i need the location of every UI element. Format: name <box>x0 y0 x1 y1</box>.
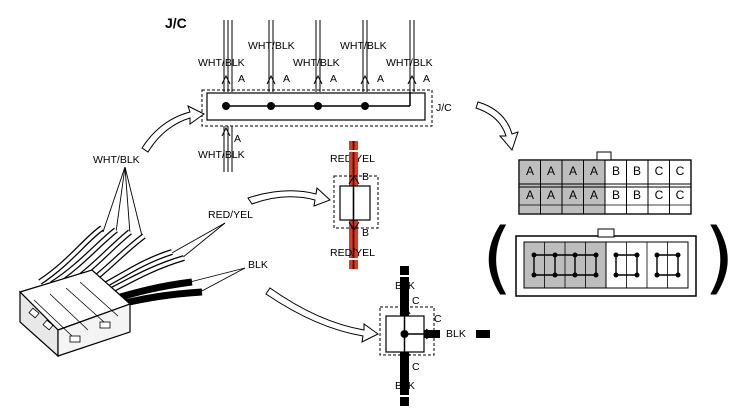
harness-leader-lines <box>102 166 246 293</box>
terminal-label-a-4: A <box>377 73 384 85</box>
terminal-label-a-2: A <box>283 73 290 85</box>
splice-label-blk-bottom: BLK <box>395 380 415 392</box>
splice-c-label-bottom: C <box>412 361 420 373</box>
connector-face-view: A A A A B B C C A A A A B B C C <box>518 151 692 215</box>
wire-label-wht-blk-5: WHT/BLK <box>386 57 433 69</box>
wire-label-wht-blk-2: WHT/BLK <box>248 40 295 52</box>
splice-b-dashed-outline <box>333 175 379 229</box>
harness-label-wht-blk: WHT/BLK <box>93 154 140 166</box>
face-pin-bottom-6: B <box>633 188 641 202</box>
splice-label-red-yel-bottom: RED/YEL <box>330 247 375 259</box>
jc-junction-dots <box>222 102 369 110</box>
jc-box-label: J/C <box>436 102 452 114</box>
face-pin-bottom-5: B <box>612 188 620 202</box>
wire-label-wht-blk-1: WHT/BLK <box>198 57 245 69</box>
splice-c-junction-dot <box>400 330 409 338</box>
splice-b-label-top: B <box>362 171 369 183</box>
internal-bus-view <box>515 228 697 297</box>
arrow-to-connector-face <box>475 101 519 151</box>
face-pin-bottom-4: A <box>590 188 598 202</box>
face-pin-top-3: A <box>569 164 577 178</box>
terminal-label-a-5: A <box>423 73 430 85</box>
face-pin-bottom-7: C <box>655 188 664 202</box>
splice-c-dashed-outline <box>379 306 435 356</box>
splice-b-label-bottom: B <box>362 227 369 239</box>
splice-c-label-top: C <box>412 295 420 307</box>
wire-label-wht-blk-4: WHT/BLK <box>340 40 387 52</box>
splice-b-box <box>339 185 371 221</box>
jc-bottom-wire <box>221 126 233 172</box>
harness-connector-body <box>18 269 132 358</box>
bus-view-paren-close: ) <box>704 213 734 303</box>
face-pin-top-8: C <box>676 164 685 178</box>
jc-dashed-outline <box>201 89 433 127</box>
face-pin-top-7: C <box>655 164 664 178</box>
arrow-to-jc <box>141 105 205 153</box>
wire-label-wht-blk-6: WHT/BLK <box>198 149 245 161</box>
arrow-to-red-yel <box>247 187 331 207</box>
face-pin-top-4: A <box>590 164 598 178</box>
terminal-label-a-3: A <box>330 73 337 85</box>
splice-label-blk-right: BLK <box>446 328 466 340</box>
face-pin-top-6: B <box>633 164 641 178</box>
face-pin-bottom-8: C <box>676 188 685 202</box>
face-pin-top-1: A <box>526 164 534 178</box>
bus-view-paren-open: ( <box>482 213 512 303</box>
terminal-label-a-6: A <box>234 133 241 145</box>
jc-title: J/C <box>165 15 187 31</box>
splice-c-label-right: C <box>434 313 442 325</box>
pointer-arrows <box>141 101 519 343</box>
face-pin-top-2: A <box>547 164 555 178</box>
harness-label-blk: BLK <box>248 259 268 271</box>
face-pin-bottom-3: A <box>569 188 577 202</box>
wire-label-wht-blk-3: WHT/BLK <box>293 57 340 69</box>
harness-label-red-yel: RED/YEL <box>208 209 253 221</box>
face-pin-bottom-1: A <box>526 188 534 202</box>
arrow-to-blk <box>265 287 379 343</box>
terminal-label-a-1: A <box>238 73 245 85</box>
face-pin-top-5: B <box>612 164 620 178</box>
jc-top-wires <box>223 20 415 92</box>
face-pin-bottom-2: A <box>547 188 555 202</box>
jc-terminal-brackets <box>221 74 417 85</box>
splice-label-blk-top: BLK <box>395 280 415 292</box>
